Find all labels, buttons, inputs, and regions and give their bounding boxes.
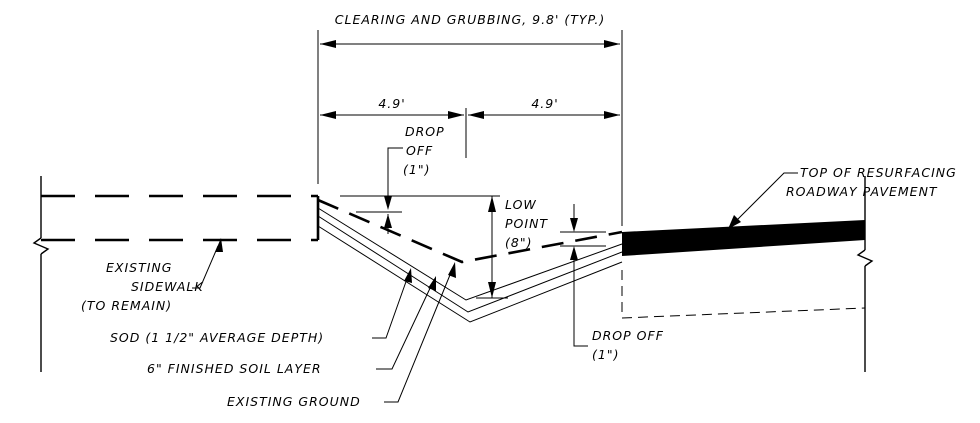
soil-callout: 6" FINISHED SOIL LAYER: [147, 276, 436, 376]
half-dimensions: 4.9' 4.9': [320, 96, 620, 119]
drop-off-top-line3: (1"): [403, 162, 430, 177]
finished-grade-line: [317, 198, 623, 264]
top-resurfacing-line2: ROADWAY PAVEMENT: [786, 184, 938, 199]
top-resurfacing: TOP OF RESURFACING ROADWAY PAVEMENT: [728, 165, 957, 229]
roadway-pavement: [621, 220, 866, 319]
drop-off-bottom: DROP OFF (1"): [560, 204, 664, 362]
left-break-line: [32, 176, 50, 372]
drop-off-top-line1: DROP: [405, 124, 445, 139]
existing-ground-line: [317, 225, 623, 323]
soil-line: [317, 215, 623, 313]
ground-callout: EXISTING GROUND: [227, 262, 456, 409]
existing-ground-label: EXISTING GROUND: [227, 394, 361, 409]
sidewalk-callout: EXISTING SIDEWALK (TO REMAIN): [81, 238, 223, 313]
left-half-label: 4.9': [378, 96, 405, 111]
extension-lines: [317, 30, 623, 226]
sod-line: [317, 207, 623, 301]
low-point-line2: POINT: [505, 216, 548, 231]
sod-label: SOD (1 1/2" AVERAGE DEPTH): [110, 330, 324, 345]
sidewalk-line2: SIDEWALK: [131, 279, 204, 294]
sod-callout: SOD (1 1/2" AVERAGE DEPTH): [110, 268, 412, 345]
right-break-line: [856, 176, 874, 372]
top-resurfacing-line1: TOP OF RESURFACING: [800, 165, 957, 180]
clearing-dimension: CLEARING AND GRUBBING, 9.8' (TYP.): [320, 12, 620, 48]
drop-off-bottom-line1: DROP OFF: [592, 328, 664, 343]
low-point: LOW POINT (8"): [340, 195, 548, 299]
sidewalk-line1: EXISTING: [106, 260, 172, 275]
finished-soil-label: 6" FINISHED SOIL LAYER: [147, 361, 322, 376]
low-point-line1: LOW: [505, 197, 537, 212]
drop-off-top-line2: OFF: [406, 143, 433, 158]
low-point-line3: (8"): [505, 235, 532, 250]
drop-off-bottom-line2: (1"): [592, 347, 619, 362]
right-half-label: 4.9': [531, 96, 558, 111]
swale-layers: [317, 198, 623, 323]
clearing-label: CLEARING AND GRUBBING, 9.8' (TYP.): [335, 12, 605, 27]
existing-sidewalk: [41, 194, 320, 242]
resurfacing-pavement: [622, 220, 865, 256]
sidewalk-line3: (TO REMAIN): [81, 298, 172, 313]
